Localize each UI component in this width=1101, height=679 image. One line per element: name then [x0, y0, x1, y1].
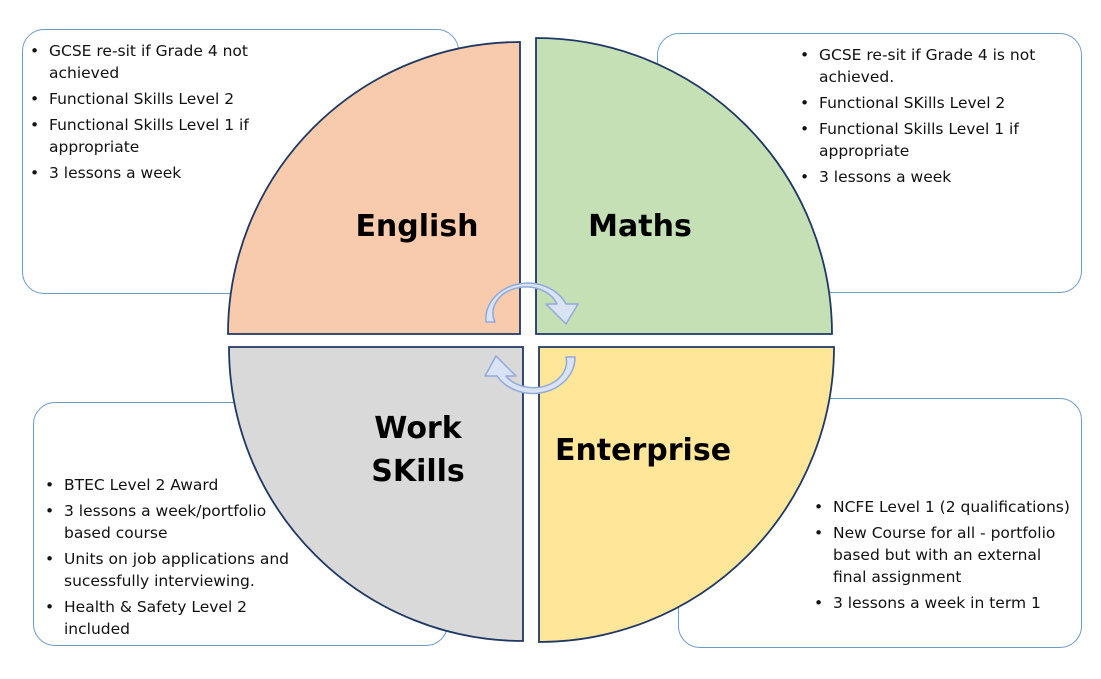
list-item: 3 lessons a week — [22, 162, 262, 184]
work-skills-quadrant — [228, 346, 524, 642]
enterprise-quadrant — [538, 346, 835, 643]
list-item: Functional Skills Level 2 — [22, 88, 262, 110]
enterprise-label: Enterprise — [554, 433, 732, 468]
list-item: 3 lessons a week — [792, 166, 1062, 188]
list-item: Health & Safety Level 2 included — [37, 596, 307, 640]
work-skills-label: Work SKills — [318, 407, 518, 493]
list-item: Functional SKills Level 2 — [792, 92, 1062, 114]
english-quadrant — [227, 41, 521, 335]
enterprise-points-list: NCFE Level 1 (2 qualifications) New Cour… — [806, 496, 1078, 618]
list-item: BTEC Level 2 Award — [37, 474, 307, 496]
list-item: 3 lessons a week/portfolio based course — [37, 500, 307, 544]
cycle-arrows — [484, 282, 579, 395]
list-item: GCSE re-sit if Grade 4 not achieved — [22, 40, 262, 84]
maths-points-list: GCSE re-sit if Grade 4 is not achieved. … — [792, 44, 1062, 192]
work-skills-label-line1: Work — [374, 411, 462, 446]
work-skills-points-list: BTEC Level 2 Award 3 lessons a week/port… — [37, 474, 307, 644]
cycle-arrow-bottom-icon — [484, 355, 576, 395]
list-item: GCSE re-sit if Grade 4 is not achieved. — [792, 44, 1062, 88]
list-item: New Course for all - portfolio based but… — [806, 522, 1078, 588]
maths-quadrant — [535, 37, 833, 335]
list-item: Functional Skills Level 1 if appropriate — [792, 118, 1062, 162]
cycle-arrow-top-icon — [485, 282, 579, 325]
list-item: NCFE Level 1 (2 qualifications) — [806, 496, 1078, 518]
work-skills-label-line2: SKills — [371, 454, 465, 489]
maths-label: Maths — [588, 209, 692, 244]
list-item: Units on job applications and sucessfull… — [37, 548, 307, 592]
english-label: English — [355, 209, 479, 244]
english-points-list: GCSE re-sit if Grade 4 not achieved Func… — [22, 40, 262, 188]
list-item: 3 lessons a week in term 1 — [806, 592, 1078, 614]
list-item: Functional Skills Level 1 if appropriate — [22, 114, 262, 158]
